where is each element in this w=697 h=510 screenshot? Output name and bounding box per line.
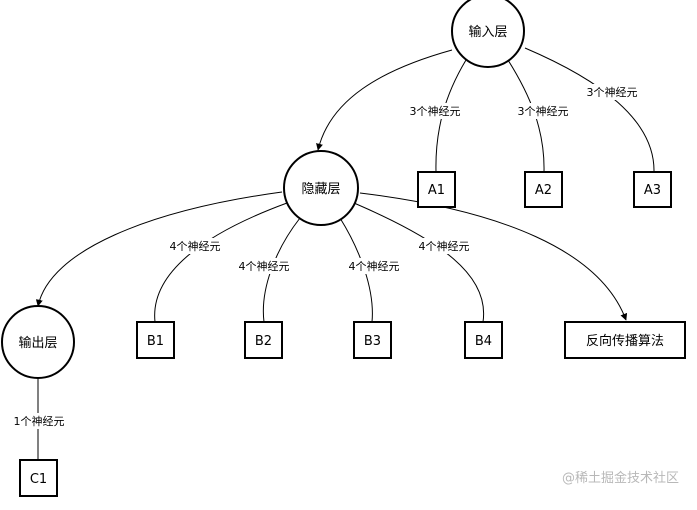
svg-text:4个神经元: 4个神经元 <box>239 259 290 273</box>
edge-label-hidden-b1: 4个神经元 <box>164 238 226 254</box>
edge-label-input-a3: 3个神经元 <box>581 84 643 100</box>
svg-text:4个神经元: 4个神经元 <box>170 239 221 253</box>
node-a1[interactable]: A1 <box>417 171 456 208</box>
node-b4[interactable]: B4 <box>464 321 503 359</box>
edge-hidden-b1 <box>154 202 288 323</box>
svg-text:3个神经元: 3个神经元 <box>518 104 569 118</box>
svg-text:4个神经元: 4个神经元 <box>349 259 400 273</box>
edge-label-output-c1: 1个神经元 <box>8 413 70 429</box>
svg-text:1个神经元: 1个神经元 <box>14 414 65 428</box>
edge-label-hidden-b4: 4个神经元 <box>413 238 475 254</box>
watermark: @稀土掘金技术社区 <box>562 470 679 486</box>
edge-hidden-backprop <box>359 192 628 321</box>
svg-text:B2: B2 <box>255 334 272 349</box>
svg-text:输出层: 输出层 <box>18 335 57 351</box>
svg-text:隐藏层: 隐藏层 <box>301 182 340 197</box>
node-b1[interactable]: B1 <box>136 321 175 359</box>
node-b2[interactable]: B2 <box>244 321 283 359</box>
node-output-layer[interactable]: 输出层 <box>1 305 75 379</box>
svg-text:C1: C1 <box>30 472 47 487</box>
edge-hidden-b4 <box>353 202 485 323</box>
svg-text:3个神经元: 3个神经元 <box>587 85 638 99</box>
edge-label-input-a1: 3个神经元 <box>404 103 466 119</box>
node-hidden-layer[interactable]: 隐藏层 <box>283 150 359 226</box>
edge-label-hidden-b3: 4个神经元 <box>343 258 405 274</box>
edge-input-a3 <box>524 47 655 173</box>
svg-text:输入层: 输入层 <box>468 24 507 40</box>
svg-text:反向传播算法: 反向传播算法 <box>586 333 664 349</box>
node-a3[interactable]: A3 <box>633 171 672 208</box>
edge-label-hidden-b2: 4个神经元 <box>233 258 295 274</box>
node-b3[interactable]: B3 <box>353 321 392 359</box>
svg-text:A1: A1 <box>428 183 445 198</box>
svg-text:B1: B1 <box>147 334 164 349</box>
svg-text:B4: B4 <box>475 334 492 349</box>
node-backprop[interactable]: 反向传播算法 <box>564 321 686 359</box>
svg-text:A3: A3 <box>644 183 661 198</box>
edge-hidden-output <box>35 191 283 307</box>
edge-label-input-a2: 3个神经元 <box>512 103 574 119</box>
svg-text:A2: A2 <box>535 183 552 198</box>
svg-text:4个神经元: 4个神经元 <box>419 239 470 253</box>
node-input-layer[interactable]: 输入层 <box>451 0 525 68</box>
edge-input-hidden <box>316 49 453 151</box>
svg-text:3个神经元: 3个神经元 <box>410 104 461 118</box>
node-a2[interactable]: A2 <box>524 171 563 208</box>
svg-text:B3: B3 <box>364 334 381 349</box>
node-c1[interactable]: C1 <box>19 459 58 497</box>
